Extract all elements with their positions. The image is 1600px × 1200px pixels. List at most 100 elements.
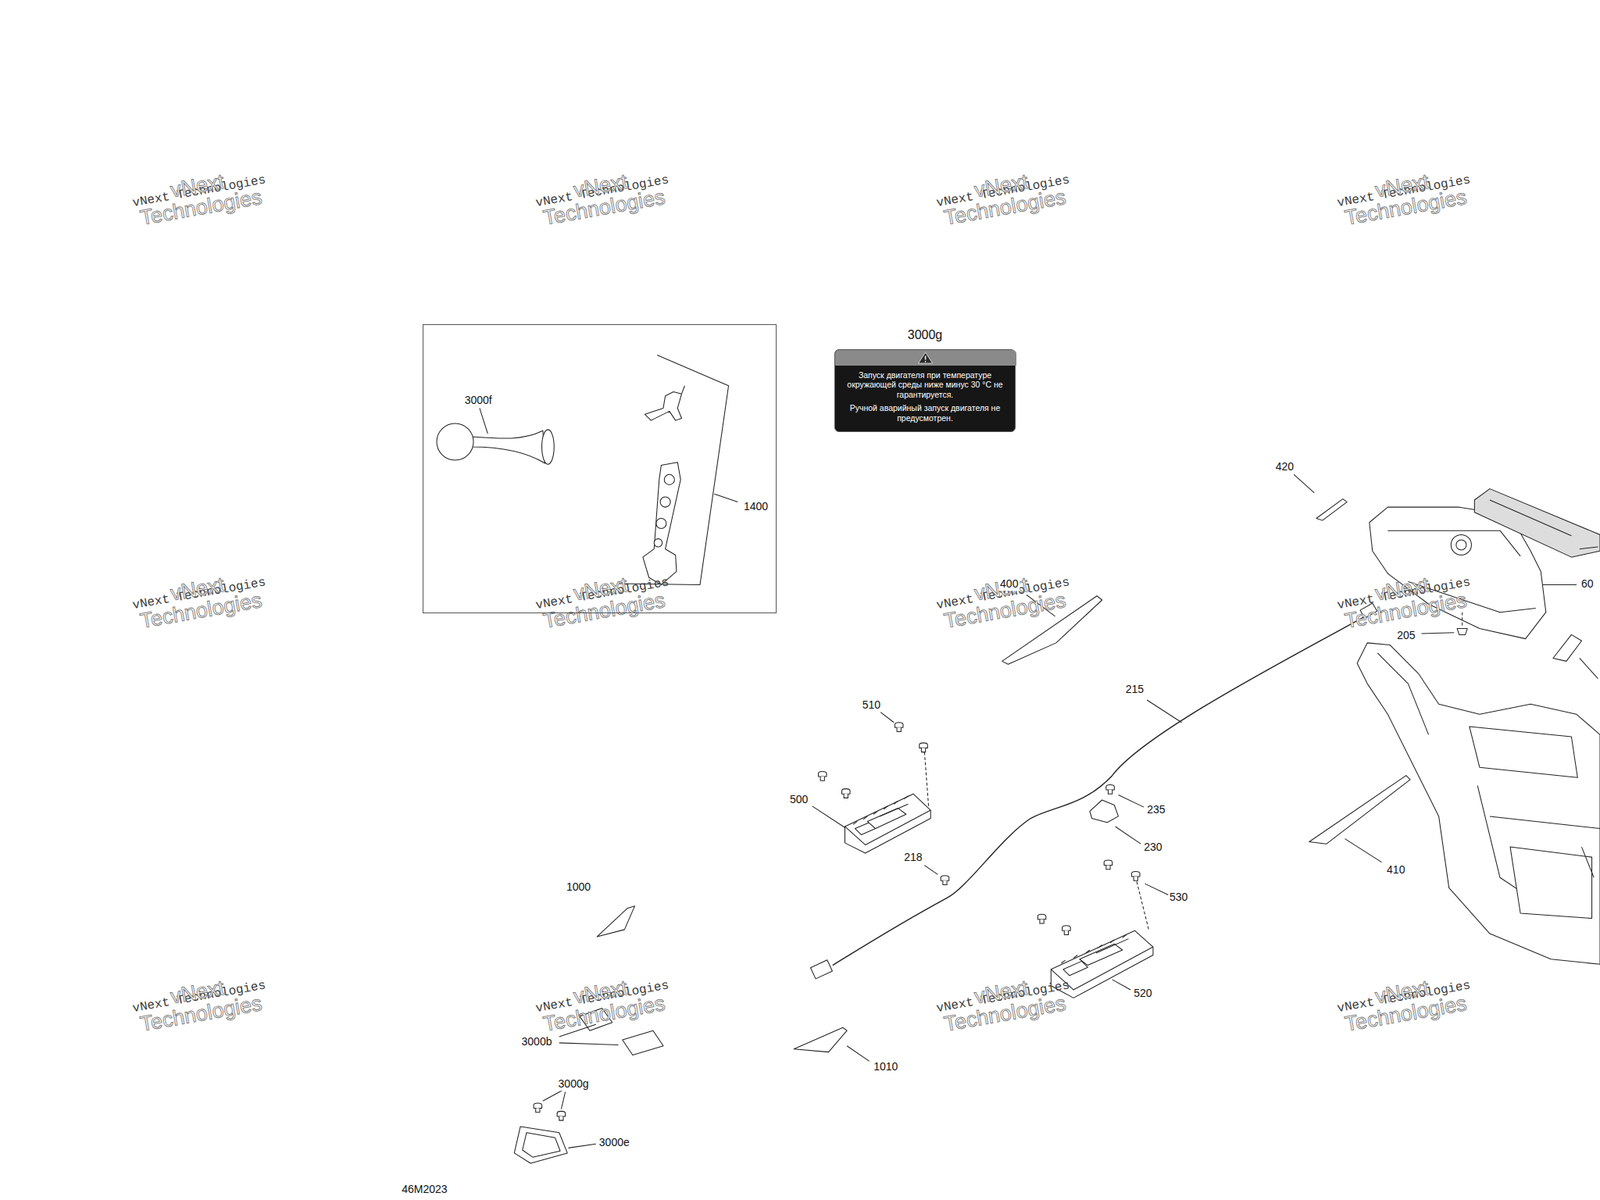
callout-number: 500 <box>788 793 810 806</box>
screw-part <box>1106 784 1115 794</box>
screw-part <box>940 875 949 886</box>
cluster-housing <box>1474 489 1600 558</box>
leader-line <box>1293 474 1315 493</box>
callout-number: 3000b <box>520 1035 554 1048</box>
watermark: vNext Technologies <box>1323 967 1486 1040</box>
watermark: vNext Technologies <box>922 967 1085 1040</box>
watermark: vNext Technologies <box>521 564 683 636</box>
watermark: vNext Technologies <box>117 967 280 1040</box>
connector-part <box>810 960 833 979</box>
screw-part <box>1037 914 1046 924</box>
leader-line <box>560 1092 565 1110</box>
wrench-tool <box>642 462 681 586</box>
callout-number: 510 <box>860 699 883 711</box>
kit-frame: 3000f 1400 <box>422 324 777 614</box>
frame-part <box>514 1126 568 1164</box>
cluster-housing <box>1456 539 1467 550</box>
warning-symbol <box>925 355 927 362</box>
leader-line <box>559 1042 619 1046</box>
trim-part <box>1553 634 1583 661</box>
wrench-tool <box>642 462 681 586</box>
callout-number: 235 <box>1145 803 1167 816</box>
dash-line <box>924 752 929 807</box>
callout-number: 400 <box>998 578 1020 591</box>
horn-part <box>436 423 554 465</box>
screw-part <box>533 1103 542 1113</box>
pad-part <box>622 1030 664 1055</box>
horn-part <box>542 429 555 465</box>
wrench-tool <box>653 539 662 547</box>
warning-text: Ручной аварийный запуск двигателя не пре… <box>835 400 1015 425</box>
dash-line <box>1136 881 1150 931</box>
footrest-plate <box>867 807 907 829</box>
warning-strip <box>835 350 1016 366</box>
side-panel <box>1357 642 1600 965</box>
cluster-housing <box>1450 534 1472 555</box>
callout-number: 520 <box>1132 987 1154 1000</box>
horn-part <box>436 423 474 461</box>
callout-number: 1000 <box>564 882 593 894</box>
leader-line <box>542 1089 564 1101</box>
leader-line <box>1579 546 1599 550</box>
drawing-number: 46M2023 <box>400 1183 449 1196</box>
cluster-housing <box>1489 500 1572 536</box>
screw-part <box>1131 871 1140 881</box>
wrench-tool <box>660 496 671 508</box>
callout-number: 1010 <box>871 1061 900 1074</box>
side-panel <box>1581 846 1594 878</box>
watermark: vNext Technologies <box>117 564 280 636</box>
footrest-plate <box>1079 943 1123 965</box>
screw-part <box>1457 628 1468 636</box>
screw-part <box>1103 860 1112 870</box>
callout-number: 218 <box>902 852 924 865</box>
bracket-line <box>618 355 729 586</box>
side-panel <box>1469 726 1578 778</box>
decal-part <box>1309 775 1411 845</box>
horn-part <box>471 430 545 464</box>
callout-number: 1400 <box>742 500 770 513</box>
leader-line <box>1112 979 1132 990</box>
leader-line <box>846 1046 870 1062</box>
leader-line <box>1421 632 1454 634</box>
warning-label: 3000gЗапуск двигателя при температуре ок… <box>834 349 1015 433</box>
leader-line <box>479 407 488 434</box>
screw-part <box>1062 925 1071 936</box>
leader-line <box>812 806 846 828</box>
callout-number: 205 <box>1395 629 1417 642</box>
leader-line <box>1115 826 1142 844</box>
side-panel <box>1377 653 1429 735</box>
leader-line <box>1118 794 1145 808</box>
callout-number: 3000f <box>463 393 494 407</box>
screw-part <box>557 1110 565 1121</box>
watermark: vNext Technologies <box>117 161 280 233</box>
watermark: vNext Technologies <box>922 564 1085 636</box>
leader-line <box>714 493 738 502</box>
warning-text: Запуск двигателя при температуре окружаю… <box>835 367 1015 402</box>
watermark: vNext Technologies <box>1323 161 1486 233</box>
frame-part <box>514 1126 568 1164</box>
wrench-tool <box>656 518 667 529</box>
footrest-plate <box>879 803 909 817</box>
side-panel <box>1489 816 1600 829</box>
callout-number: 230 <box>1142 842 1164 854</box>
screw-part <box>842 789 850 799</box>
watermark: vNext Technologies <box>922 161 1085 233</box>
frame-part <box>522 1132 561 1158</box>
leader-line <box>924 865 938 875</box>
side-panel <box>1357 642 1600 965</box>
warning-symbol <box>918 352 933 364</box>
screw-part <box>894 722 903 733</box>
callout-number: 3000g <box>557 1078 591 1091</box>
trim-part <box>1579 657 1599 679</box>
wrench-tool <box>664 474 675 485</box>
watermark: vNext Technologies <box>1323 564 1486 636</box>
footrest-plate <box>844 793 931 854</box>
callout-number: 410 <box>1385 864 1407 876</box>
line-art <box>436 355 1600 1164</box>
callout-number: 530 <box>1167 892 1190 904</box>
bracket-part <box>644 392 682 422</box>
bracket-part <box>644 385 685 421</box>
footrest-plate <box>844 793 931 854</box>
cluster-housing <box>1387 530 1521 557</box>
